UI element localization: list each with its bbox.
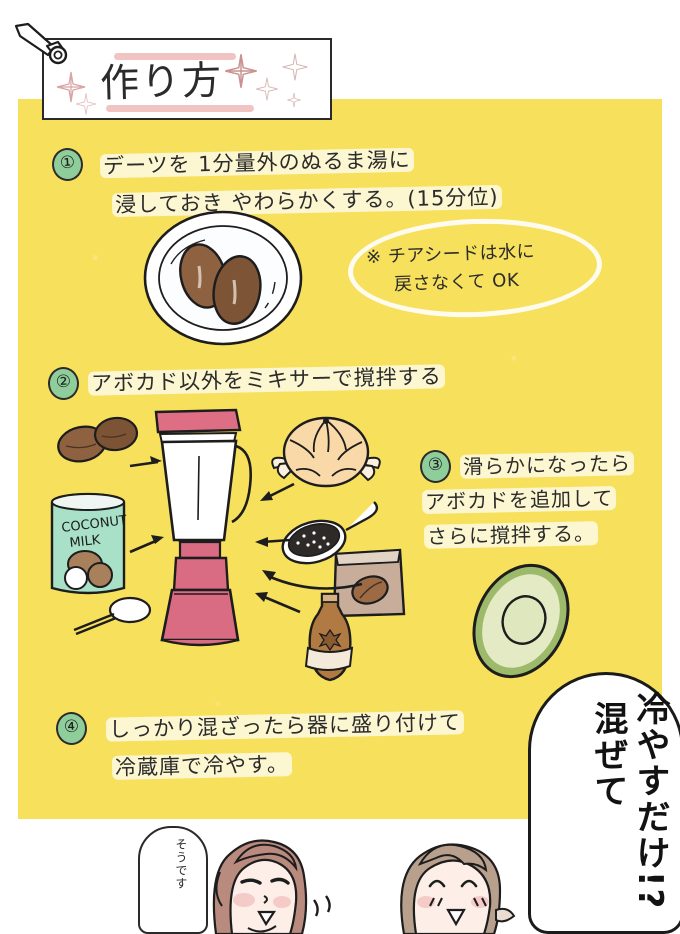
title-underline-top <box>114 53 236 60</box>
paper-clip-icon <box>14 22 68 65</box>
sparkle-icon <box>256 77 278 101</box>
speech-bubble-main-line-1: 冷やすだけ!? <box>630 691 670 911</box>
chia-seed-spoon-illustration <box>281 501 379 565</box>
step-3-text-3: さらに撹拌する。 <box>423 521 599 549</box>
character-right-illustration <box>400 843 516 934</box>
blender-illustration <box>154 408 252 647</box>
title-underline-bottom <box>106 105 254 112</box>
coconut-milk-can-illustration: COCONUT MILK <box>50 492 128 595</box>
note-line-2: 戻さなくて OK <box>394 266 520 296</box>
speech-bubble-main-line-2: 混ぜて <box>588 701 628 809</box>
page-title: 作り方 <box>99 58 224 107</box>
speech-bubble-small-text: そうです <box>174 838 188 890</box>
step-3-line-3: さらに撹拌する。 <box>423 517 599 550</box>
character-left-illustration <box>212 839 331 934</box>
avocado-half-illustration <box>472 563 570 679</box>
arrow-icon <box>255 537 291 547</box>
arrow-icon <box>129 456 162 468</box>
arrow-icon <box>129 535 164 554</box>
sparkle-icon <box>287 92 301 108</box>
dates-illustration <box>57 416 139 463</box>
step-3-line-1: 滑らかになったら <box>459 447 635 480</box>
step-4-line-2: 冷蔵庫で冷やす。 <box>111 748 293 782</box>
step-4-text-1: しっかり混ざったら器に盛り付けて <box>105 710 465 742</box>
speech-bubble-main: 冷やすだけ!? 混ぜて <box>528 672 680 934</box>
note-text-1: チアシードは水に <box>387 241 536 268</box>
peeled-orange-illustration <box>271 416 381 488</box>
maple-syrup-bottle-illustration <box>304 592 354 682</box>
title-banner: 作り方 <box>42 38 332 120</box>
note-text-2: 戻さなくて OK <box>393 269 520 296</box>
note-mark: ※ <box>365 246 383 268</box>
step-2-text-1: アボカド以外をミキサーで撹拌する <box>87 364 445 396</box>
arrow-icon <box>260 482 295 501</box>
sparkle-icon <box>225 54 257 88</box>
arrow-icon <box>262 570 363 590</box>
sparkle-icon <box>56 71 86 103</box>
step-4-text-2: 冷蔵庫で冷やす。 <box>111 752 293 780</box>
sparkle-icon <box>282 53 308 81</box>
step-1-text-1: デーツを 1分量外のぬるま湯に <box>99 147 414 179</box>
measuring-spoon-illustration <box>73 596 152 636</box>
step-3-line-2: アボカドを追加して <box>421 482 617 515</box>
step-3-text-1: 滑らかになったら <box>459 451 635 479</box>
bowl-with-dates-illustration <box>143 210 303 346</box>
cacao-pouch-illustration <box>332 548 406 618</box>
sparkle-icon <box>76 93 96 115</box>
arrow-icon <box>255 592 301 614</box>
step-3-text-2: アボカドを追加して <box>421 485 617 515</box>
coconut-milk-label-line2: MILK <box>69 533 102 551</box>
speech-bubble-small: そうです <box>138 826 208 934</box>
